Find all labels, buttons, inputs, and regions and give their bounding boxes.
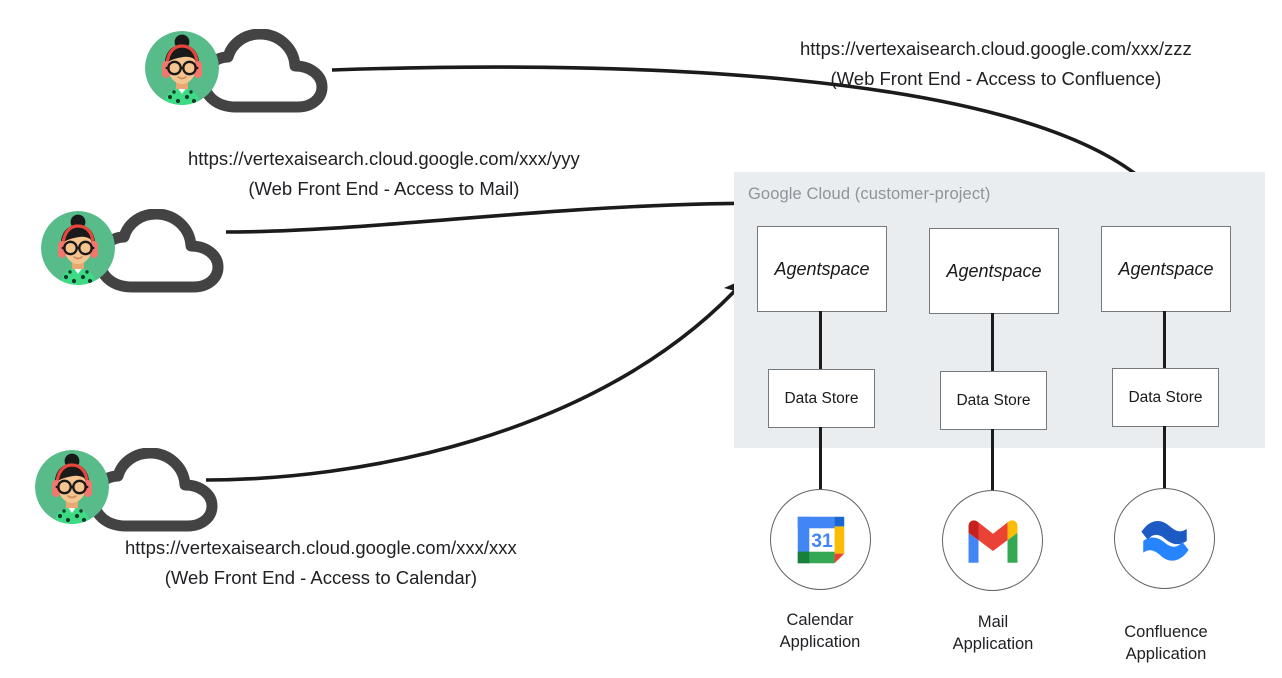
flow-desc-mail: (Web Front End - Access to Mail) [248,177,520,199]
flow-arrow-confluence [331,65,1169,208]
datastore-label: Data Store [1128,388,1203,406]
flow-desc-confluence: (Web Front End - Access to Confluence) [830,67,1162,89]
agentspace-label: Agentspace [774,258,870,279]
flow-url-confluence: https://vertexaisearch.cloud.google.com/… [800,38,1192,59]
confluence-icon [1140,520,1189,561]
app-circle-mail[interactable] [942,490,1043,591]
app-label-confluence: Confluence Application [1124,623,1208,663]
connector-datastore-app-confluence [1163,426,1167,489]
connector-agentspace-datastore-confluence [1163,311,1167,369]
user-group-mail[interactable] [36,205,236,300]
agentspace-box-calendar[interactable]: Agentspace [757,226,887,312]
app-circle-confluence[interactable] [1114,488,1215,589]
google-cloud-region-label: Google Cloud (customer-project) [748,185,991,203]
flow-label-calendar: https://vertexaisearch.cloud.google.com/… [125,533,517,593]
flow-arrow-calendar [205,277,747,482]
user-group-calendar[interactable] [30,444,230,539]
connector-datastore-app-mail [991,429,995,491]
connector-agentspace-datastore-mail [991,313,995,372]
flow-url-mail: https://vertexaisearch.cloud.google.com/… [188,148,580,169]
datastore-box-confluence[interactable]: Data Store [1112,368,1219,427]
flow-label-confluence: https://vertexaisearch.cloud.google.com/… [800,34,1192,94]
gmail-icon [968,519,1017,563]
agentspace-box-confluence[interactable]: Agentspace [1101,226,1231,312]
google-calendar-icon: 31 [797,516,844,563]
flow-url-calendar: https://vertexaisearch.cloud.google.com/… [125,537,517,558]
agentspace-box-mail[interactable]: Agentspace [929,228,1059,314]
user-group-confluence[interactable] [140,25,340,120]
connector-datastore-app-calendar [819,427,823,490]
avatar [145,31,219,105]
datastore-box-mail[interactable]: Data Store [940,371,1047,430]
flow-label-mail: https://vertexaisearch.cloud.google.com/… [188,144,580,204]
avatar [41,211,115,285]
app-label-mail: Mail Application [952,613,1034,653]
flow-desc-calendar: (Web Front End - Access to Calendar) [164,566,477,588]
connector-agentspace-datastore-calendar [819,311,823,370]
avatar [35,450,109,524]
app-label-calendar: Calendar Application [779,611,861,651]
datastore-label: Data Store [956,391,1031,409]
svg-text:31: 31 [811,529,833,551]
datastore-label: Data Store [784,389,859,407]
agentspace-label: Agentspace [946,260,1042,281]
agentspace-label: Agentspace [1118,258,1214,279]
app-circle-calendar[interactable]: 31 [770,489,871,590]
datastore-box-calendar[interactable]: Data Store [768,369,875,428]
